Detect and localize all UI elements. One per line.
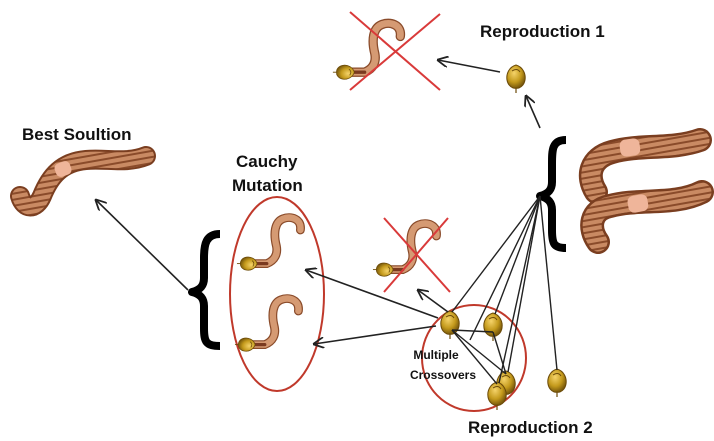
cauchy-mutation-label-line2: Mutation xyxy=(232,176,303,196)
parent-worm-bottom-icon xyxy=(592,192,702,242)
reproduction-2-label: Reproduction 2 xyxy=(468,418,593,438)
flow-arrows xyxy=(96,60,540,344)
mutated-worm-bottom-icon xyxy=(235,299,299,352)
reproduction-1-label: Reproduction 1 xyxy=(480,22,605,42)
cauchy-mutation-label-line1: Cauchy xyxy=(236,152,297,172)
mutated-worm-top-icon xyxy=(237,218,301,271)
best-solution-label: Best Soultion xyxy=(22,125,132,145)
mutation-brace-icon xyxy=(192,234,220,346)
multiple-crossovers-label-line1: Multiple xyxy=(405,345,467,365)
best-solution-worm-icon xyxy=(20,156,146,207)
reproduction1-eliminated-worm-icon xyxy=(333,23,401,79)
crossover-lines xyxy=(452,196,557,384)
crossover-cocoon-icon xyxy=(484,313,502,341)
parent-worm-top-icon xyxy=(591,138,700,192)
reproduction1-cocoon-icon xyxy=(507,65,525,93)
multiple-crossovers-label-line2: Crossovers xyxy=(405,365,481,385)
crossover-cocoon-icon xyxy=(488,382,506,410)
offspring-cocoon-icon xyxy=(548,369,566,397)
